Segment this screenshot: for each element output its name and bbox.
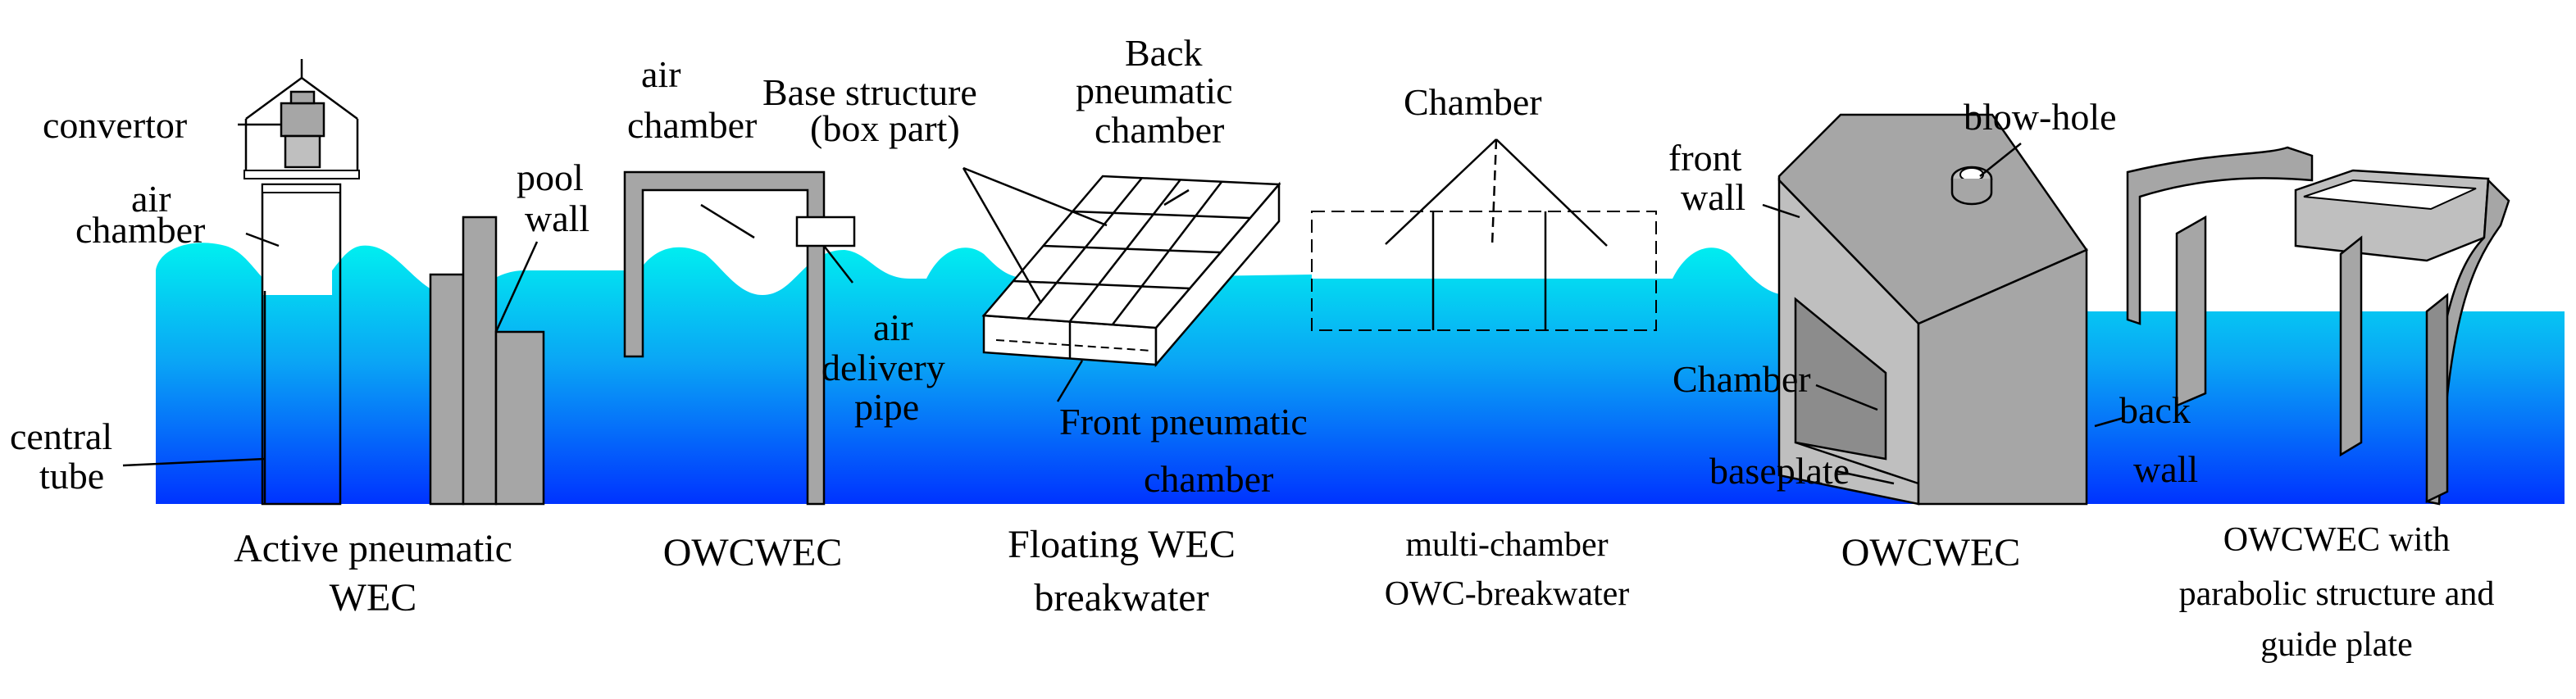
label-chamber-b: chamber bbox=[627, 104, 757, 146]
label-chamber-d: chamber bbox=[1144, 458, 1273, 500]
caption-owcwec-2: OWCWEC bbox=[1841, 531, 2021, 574]
label-wall-f: wall bbox=[1681, 176, 1745, 218]
label-chamber-c: chamber bbox=[1095, 109, 1224, 151]
label-delivery: delivery bbox=[821, 347, 945, 388]
label-chamber-o: Chamber bbox=[1673, 358, 1811, 400]
label-front: front bbox=[1668, 137, 1742, 179]
label-front-pneumatic: Front pneumatic bbox=[1059, 401, 1308, 443]
caption-floating-wec-l2: breakwater bbox=[1034, 576, 1208, 620]
component-labels: convertor air chamber central tube pool … bbox=[10, 32, 2198, 500]
active-pneumatic-wec bbox=[243, 59, 360, 506]
pool-wall bbox=[429, 216, 545, 506]
multi-chamber-owc-breakwater bbox=[1311, 211, 1657, 331]
label-pool: pool bbox=[517, 157, 584, 198]
caption-active-pneumatic-wec-l2: WEC bbox=[330, 576, 417, 620]
caption-multi-chamber-l1: multi-chamber bbox=[1405, 526, 1608, 564]
label-back: Back bbox=[1125, 32, 1203, 74]
label-baseplate: baseplate bbox=[1709, 450, 1850, 492]
label-wall-w: wall bbox=[2133, 448, 2198, 490]
label-chamber: chamber bbox=[75, 209, 205, 251]
label-base-structure: Base structure bbox=[762, 71, 977, 113]
label-air: air bbox=[131, 178, 171, 220]
caption-floating-wec-l1: Floating WEC bbox=[1008, 523, 1236, 566]
caption-parabolic-l1: OWCWEC with bbox=[2223, 521, 2450, 559]
leader-lines bbox=[122, 123, 2124, 485]
label-tube: tube bbox=[39, 455, 104, 497]
label-blow-hole: blow-hole bbox=[1964, 96, 2117, 138]
label-pneumatic: pneumatic bbox=[1076, 70, 1233, 111]
owcwec-1 bbox=[623, 170, 856, 506]
label-convertor: convertor bbox=[43, 104, 187, 146]
floating-wec-breakwater bbox=[981, 175, 1281, 368]
label-chamber-mc: Chamber bbox=[1404, 81, 1542, 123]
label-air-c: air bbox=[873, 306, 913, 348]
caption-owcwec-1: OWCWEC bbox=[663, 531, 843, 574]
label-back-w: back bbox=[2119, 389, 2191, 431]
caption-parabolic-l2: parabolic structure and bbox=[2179, 575, 2495, 613]
caption-active-pneumatic-wec-l1: Active pneumatic bbox=[234, 527, 512, 570]
owcwec-parabolic-structure bbox=[2126, 146, 2510, 506]
caption-parabolic-l3: guide plate bbox=[2260, 626, 2412, 664]
label-box-part: (box part) bbox=[810, 107, 960, 149]
label-central: central bbox=[10, 415, 112, 457]
label-pipe: pipe bbox=[854, 386, 919, 428]
label-air-b: air bbox=[641, 53, 681, 95]
caption-multi-chamber-l2: OWC-breakwater bbox=[1385, 575, 1630, 613]
label-wall: wall bbox=[525, 197, 589, 239]
air-region-bg bbox=[262, 188, 332, 295]
owcwec-2 bbox=[1777, 113, 2088, 506]
captions: Active pneumatic WEC OWCWEC Floating WEC… bbox=[234, 521, 2494, 664]
